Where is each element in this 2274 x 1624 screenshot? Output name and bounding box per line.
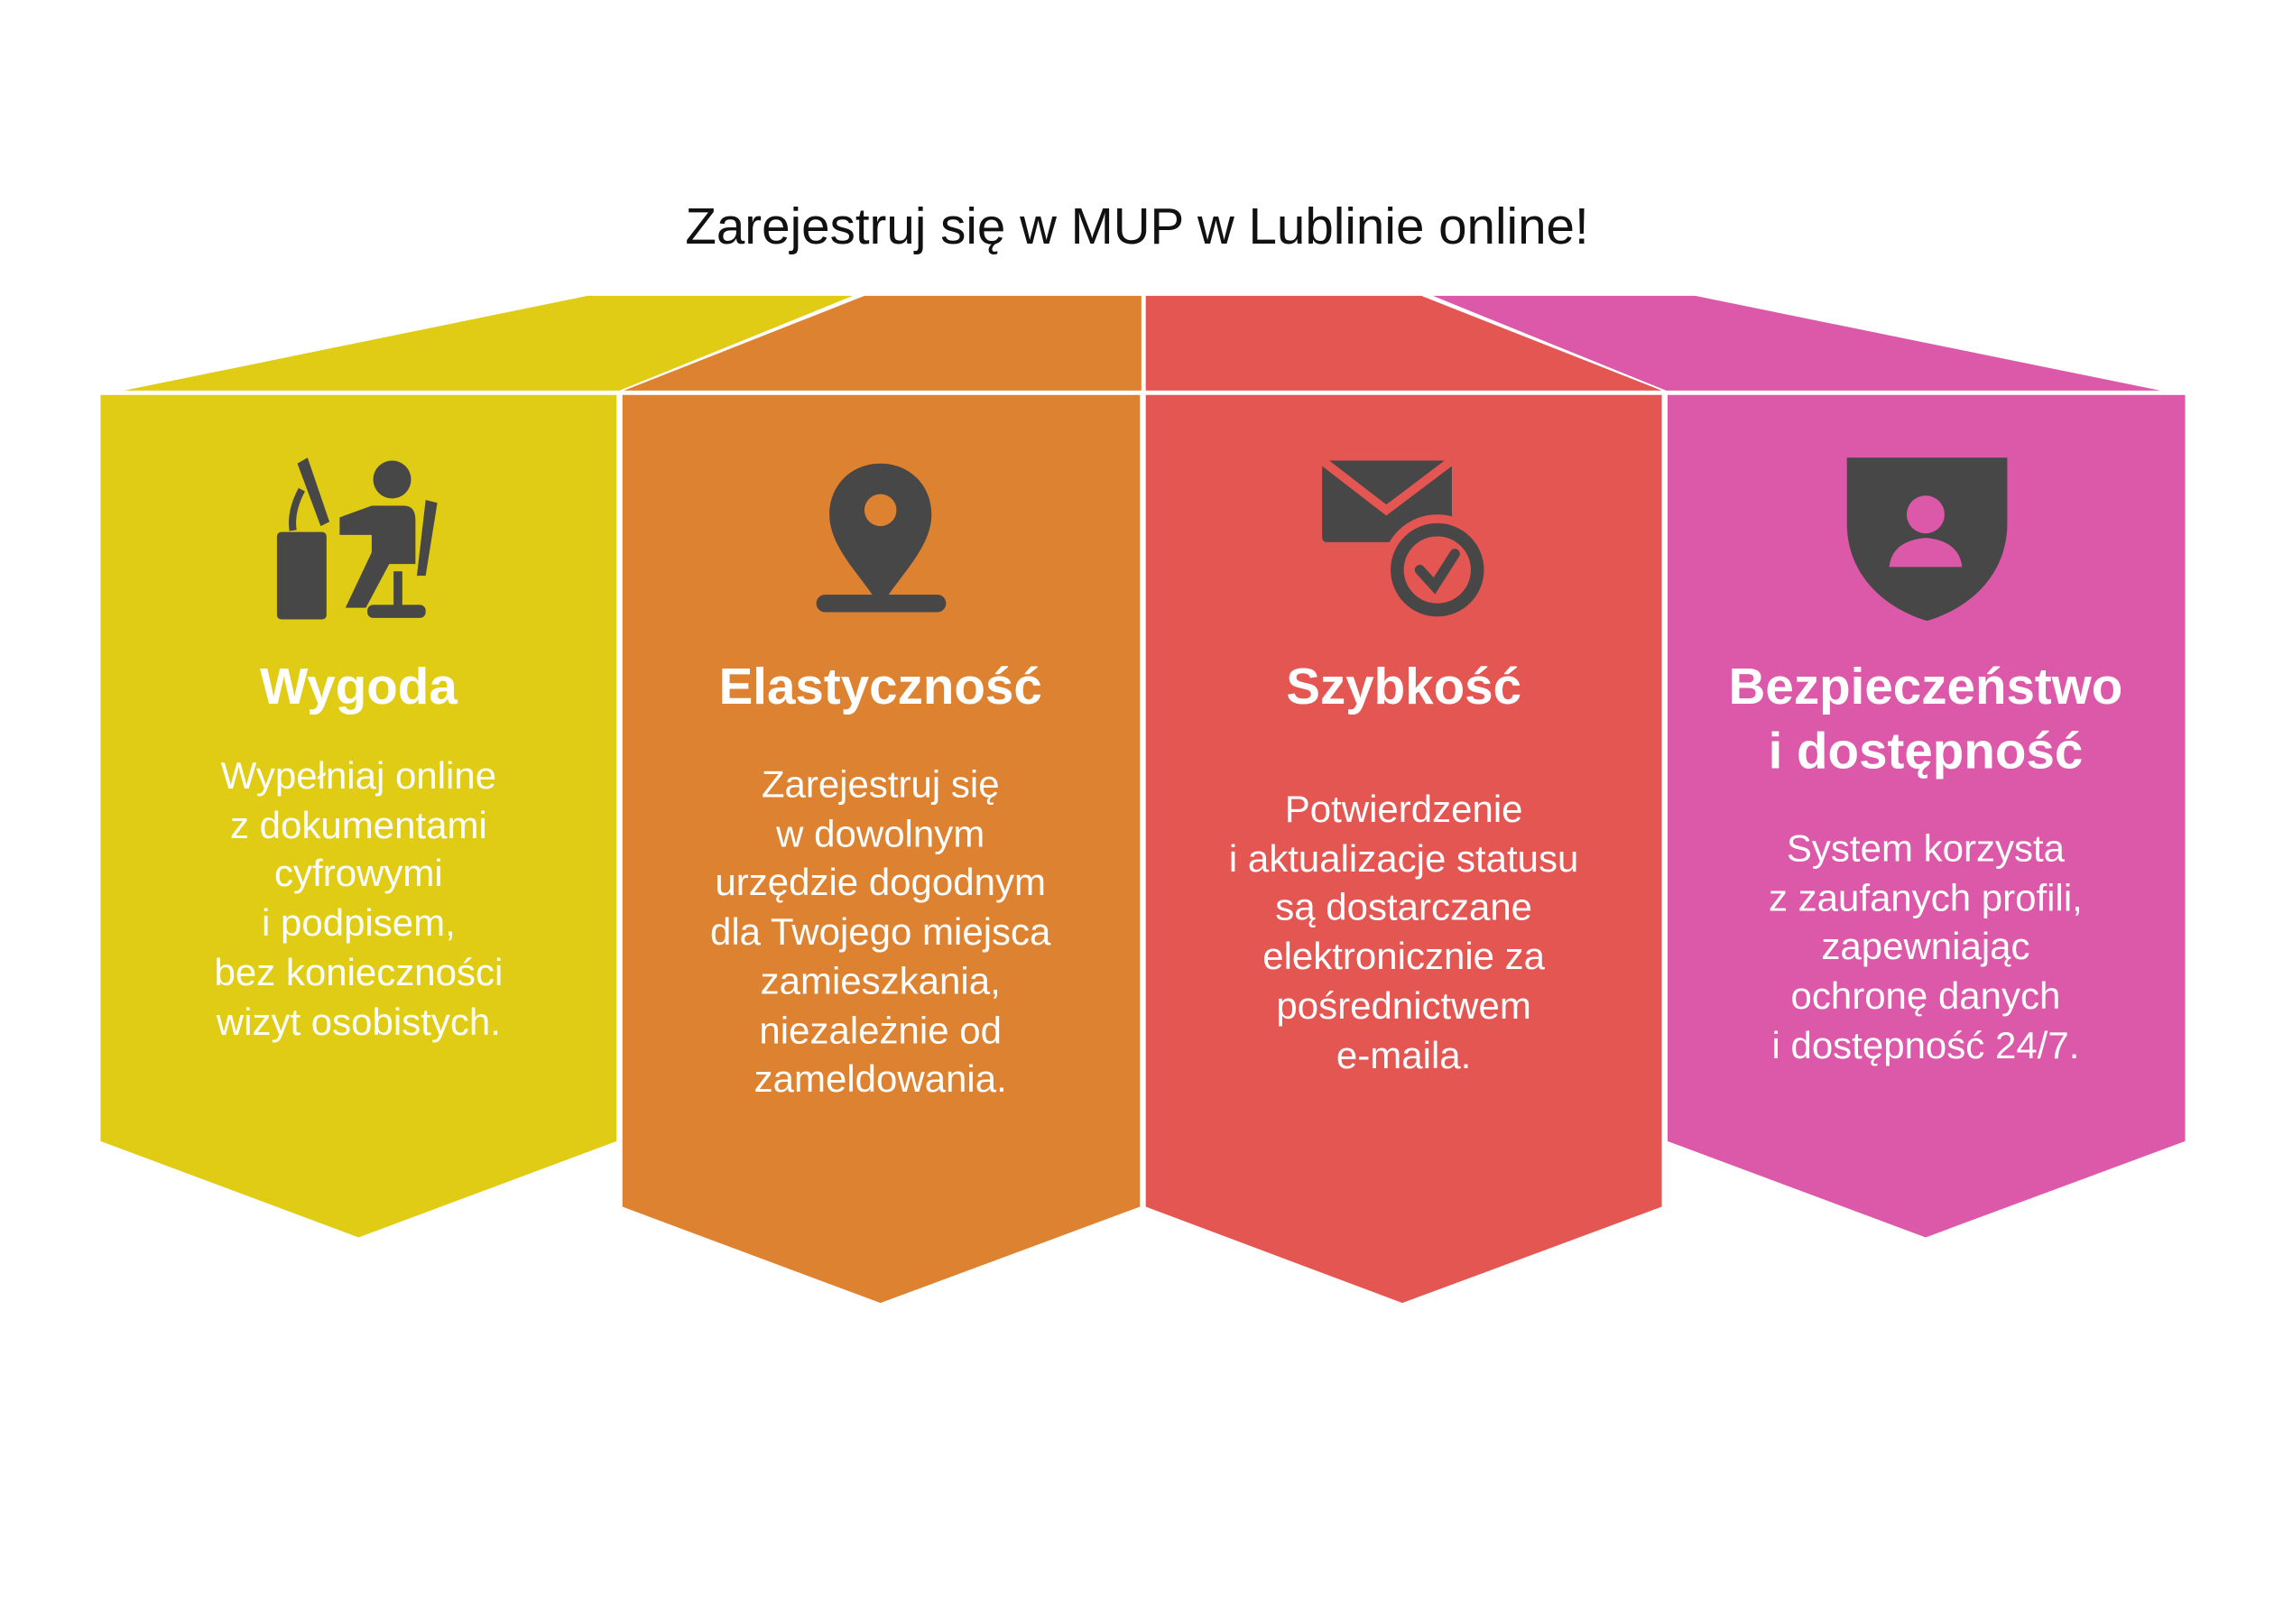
yellow-banner xyxy=(100,394,617,1238)
yellow-banner-top xyxy=(124,295,854,391)
person-at-computer-icon xyxy=(276,457,438,620)
column-text: Potwierdzenie i aktualizacje statusu są … xyxy=(1228,787,1579,1076)
column-text: System korzysta z zaufanych profili, zap… xyxy=(1769,826,2083,1067)
pink-banner xyxy=(1668,394,2186,1238)
column-heading: Elastyczność xyxy=(718,659,1042,716)
orange-banner-top xyxy=(624,295,1142,391)
red-banner xyxy=(1145,394,1662,1304)
column-bezpieczenstwo: Bezpieczeństwo i dostępność System korzy… xyxy=(1668,656,2184,1071)
pink-banner-top xyxy=(1432,295,2161,391)
location-pin-icon xyxy=(816,463,947,613)
column-szybkosc: Szybkość Potwierdzenie i aktualizacje st… xyxy=(1146,656,1662,1080)
shield-user-icon xyxy=(1846,457,2008,622)
page-title: Zarejestruj się w MUP w Lublinie online! xyxy=(685,198,1589,255)
column-heading: Wygoda xyxy=(259,659,458,716)
red-banner-top xyxy=(1145,295,1662,391)
column-heading: Bezpieczeństwo i dostępność xyxy=(1728,659,2123,780)
column-wygoda: Wygoda Wypełniaj online z dokumentami cy… xyxy=(100,656,616,1047)
mail-check-icon xyxy=(1319,457,1493,626)
orange-banner xyxy=(622,394,1141,1304)
column-text: Wypełniaj online z dokumentami cyfrowymi… xyxy=(214,753,504,1043)
column-text: Zarejestruj się w dowolnym urzędzie dogo… xyxy=(709,761,1051,1101)
column-elastycznosc: Elastyczność Zarejestruj się w dowolnym … xyxy=(623,656,1139,1104)
column-heading: Szybkość xyxy=(1286,659,1522,716)
